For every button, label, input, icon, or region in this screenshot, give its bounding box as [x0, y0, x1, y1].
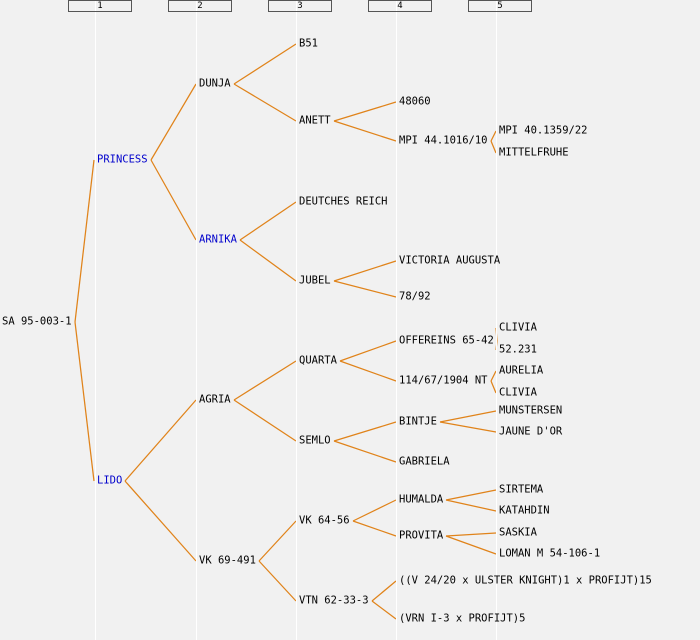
pedigree-node-princess[interactable]: PRINCESS — [97, 153, 148, 166]
pedigree-node-vtn: VTN 62-33-3 — [299, 594, 369, 607]
column-divider-1 — [95, 0, 96, 640]
pedigree-edge-semlo-bintje — [333, 421, 397, 442]
pedigree-node-vk69: VK 69-491 — [199, 554, 256, 567]
pedigree-node-n48060: 48060 — [399, 95, 431, 108]
generation-header-4: 4 — [368, 0, 432, 12]
pedigree-edge-semlo-gabriela — [333, 440, 397, 463]
generation-header-2: 2 — [168, 0, 232, 12]
pedigree-node-gabriela: GABRIELA — [399, 455, 450, 468]
pedigree-edge-dunja-anett — [233, 83, 297, 122]
pedigree-edge-vtn-vrn — [371, 600, 397, 620]
pedigree-node-dunja: DUNJA — [199, 77, 231, 90]
pedigree-node-mpi44: MPI 44.1016/10 — [399, 134, 488, 147]
pedigree-node-semlo: SEMLO — [299, 434, 331, 447]
pedigree-node-jubel: JUBEL — [299, 274, 331, 287]
pedigree-node-jaune: JAUNE D'OR — [499, 425, 563, 438]
pedigree-node-n52231: 52.231 — [499, 343, 537, 356]
pedigree-node-sa: SA 95-003-1 — [2, 315, 72, 328]
pedigree-edge-bintje-munstersen — [439, 410, 497, 423]
pedigree-node-provita: PROVITA — [399, 529, 444, 542]
pedigree-node-loman: LOMAN M 54-106-1 — [499, 547, 601, 560]
pedigree-edge-jubel-n7892 — [333, 280, 397, 298]
pedigree-edge-princess-dunja — [150, 83, 197, 161]
pedigree-node-n7892: 78/92 — [399, 290, 431, 303]
pedigree-edge-arnika-jubel — [239, 239, 297, 282]
pedigree-edge-dunja-b51 — [233, 43, 297, 85]
pedigree-edge-anett-n48060 — [333, 101, 397, 122]
pedigree-node-sirtema: SIRTEMA — [499, 483, 544, 496]
pedigree-node-katahdin: KATAHDIN — [499, 504, 550, 517]
pedigree-node-b51: B51 — [299, 37, 318, 50]
pedigree-node-lido[interactable]: LIDO — [97, 474, 123, 487]
pedigree-node-arnika[interactable]: ARNIKA — [199, 233, 237, 246]
pedigree-edge-princess-arnika — [150, 159, 197, 241]
pedigree-node-n11467: 114/67/1904 NT — [399, 374, 488, 387]
pedigree-node-aurelia: AURELIA — [499, 364, 544, 377]
pedigree-node-victoria: VICTORIA AUGUSTA — [399, 254, 501, 267]
generation-header-5: 5 — [468, 0, 532, 12]
pedigree-edge-vk64-provita — [352, 520, 397, 537]
pedigree-edge-vtn-vult — [371, 580, 397, 602]
pedigree-node-quarta: QUARTA — [299, 354, 337, 367]
pedigree-edge-agria-quarta — [233, 360, 297, 401]
pedigree-edge-arnika-deutches — [239, 201, 297, 241]
pedigree-node-agria: AGRIA — [199, 393, 231, 406]
pedigree-node-vult: ((V 24/20 x ULSTER KNIGHT)1 x PROFIJT)15 — [399, 574, 652, 587]
pedigree-node-munstersen: MUNSTERSEN — [499, 404, 563, 417]
pedigree-node-deutches: DEUTCHES REICH — [299, 195, 388, 208]
pedigree-edge-sa-princess — [74, 159, 95, 323]
pedigree-edge-quarta-offereins — [339, 340, 397, 362]
pedigree-edge-jubel-victoria — [333, 260, 397, 282]
pedigree-node-saskia: SASKIA — [499, 526, 537, 539]
pedigree-edge-vk69-vk64 — [258, 520, 297, 562]
generation-header-3: 3 — [268, 0, 332, 12]
pedigree-edge-lido-agria — [124, 399, 197, 482]
pedigree-node-mpi40: MPI 40.1359/22 — [499, 124, 588, 137]
pedigree-node-vrn: (VRN I-3 x PROFIJT)5 — [399, 612, 526, 625]
pedigree-node-anett: ANETT — [299, 114, 331, 127]
pedigree-edge-lido-vk69 — [124, 480, 197, 562]
column-divider-4 — [396, 0, 397, 640]
pedigree-edge-vk64-humalda — [352, 499, 397, 522]
pedigree-edge-quarta-n11467 — [339, 360, 397, 382]
pedigree-edge-humalda-katahdin — [445, 499, 497, 512]
pedigree-node-bintje: BINTJE — [399, 415, 437, 428]
pedigree-node-humalda: HUMALDA — [399, 493, 444, 506]
pedigree-edge-provita-saskia — [445, 532, 497, 537]
pedigree-edge-agria-semlo — [233, 399, 297, 442]
column-divider-5 — [496, 0, 497, 640]
pedigree-node-offereins: OFFEREINS 65-42 — [399, 334, 494, 347]
pedigree-node-clivia1: CLIVIA — [499, 321, 537, 334]
pedigree-edge-vk69-vtn — [258, 560, 297, 602]
pedigree-edge-provita-loman — [445, 535, 497, 555]
column-divider-3 — [296, 0, 297, 640]
pedigree-edge-anett-mpi44 — [333, 120, 397, 142]
pedigree-node-clivia2: CLIVIA — [499, 386, 537, 399]
pedigree-edge-sa-lido — [74, 321, 95, 482]
pedigree-edge-humalda-sirtema — [445, 489, 497, 501]
generation-header-1: 1 — [68, 0, 132, 12]
pedigree-edge-bintje-jaune — [439, 421, 497, 433]
pedigree-node-vk64: VK 64-56 — [299, 514, 350, 527]
column-divider-2 — [196, 0, 197, 640]
pedigree-node-mittelfruhe: MITTELFRUHE — [499, 146, 569, 159]
